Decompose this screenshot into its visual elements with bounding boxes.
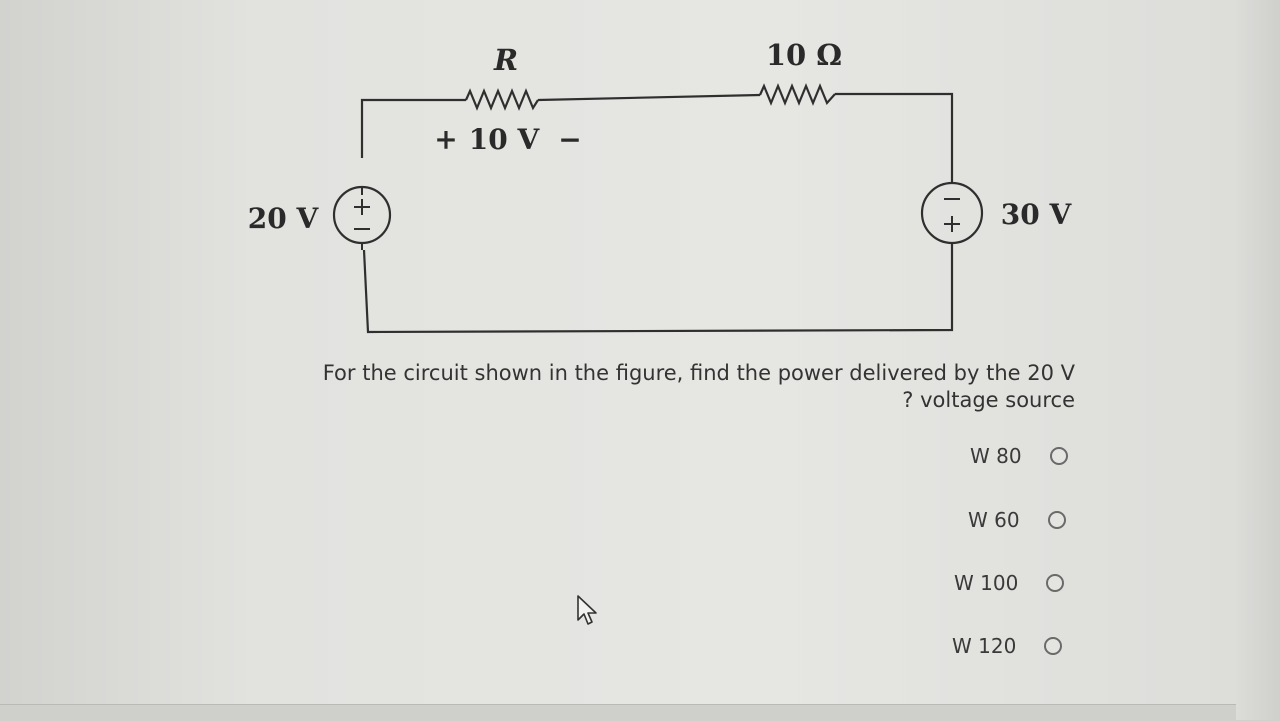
circuit-diagram: R 10 Ω + 10 V − 20 V 30 V xyxy=(248,38,1073,334)
question-text: For the circuit shown in the figure, fin… xyxy=(280,360,1075,414)
wire-right-lower xyxy=(362,244,954,334)
resistor-10-label: 10 Ω xyxy=(766,38,842,72)
radio-circle-icon[interactable] xyxy=(1049,447,1068,465)
option-label: W 120 xyxy=(952,634,1017,658)
resistor-r-label: R xyxy=(493,43,518,77)
question-line-1: For the circuit shown in the figure, fin… xyxy=(322,361,1075,385)
screen-right-edge xyxy=(1236,0,1280,720)
circuit-wires xyxy=(360,83,954,334)
resistor-r-zigzag xyxy=(464,88,539,111)
wire-top-right xyxy=(835,92,954,182)
resistor-10-zigzag xyxy=(758,83,836,106)
source-left-label: 20 V xyxy=(248,202,320,235)
option-label: W 80 xyxy=(970,444,1022,468)
source-right-label: 30 V xyxy=(1001,198,1073,231)
wire-top-middle xyxy=(537,93,761,102)
radio-circle-icon[interactable] xyxy=(1046,574,1065,592)
mouse-pointer-icon xyxy=(577,595,597,625)
voltage-source-left xyxy=(332,185,392,250)
r-voltage-plus: + xyxy=(434,123,457,156)
answer-option-100[interactable]: W 100 xyxy=(954,568,1065,598)
radio-circle-icon[interactable] xyxy=(1044,637,1063,655)
voltage-source-right xyxy=(920,181,984,245)
answer-option-120[interactable]: W 120 xyxy=(952,631,1063,661)
wire-top-left xyxy=(360,98,466,158)
option-label: W 100 xyxy=(954,571,1019,595)
option-label: W 60 xyxy=(968,508,1020,532)
r-voltage-minus: − xyxy=(558,123,581,156)
r-voltage-value: 10 V xyxy=(469,123,541,156)
answer-option-80[interactable]: W 80 xyxy=(970,441,1068,471)
answer-option-60[interactable]: W 60 xyxy=(968,505,1066,535)
screen-bottom-edge xyxy=(0,704,1280,721)
radio-circle-icon[interactable] xyxy=(1047,511,1066,529)
question-line-2: ? voltage source xyxy=(902,388,1075,412)
